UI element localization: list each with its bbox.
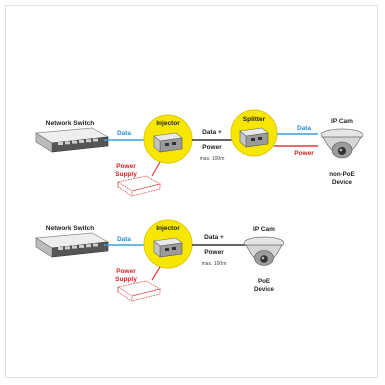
top-injector-device-icon [154,133,182,152]
top-power-supply-icon [118,176,160,196]
top-splitter-label: Splitter [243,116,266,123]
top-splitter-device-icon [240,128,268,147]
top-supply-label-2: Supply [115,171,137,178]
top-network-switch-icon [36,128,108,152]
top-power-cable [152,162,160,176]
bottom-data-label: Data [117,236,131,243]
bottom-supply-label-2: Supply [115,276,137,283]
top-combined-label-1: Data + [202,129,222,136]
top-supply-label-1: Power [116,163,136,170]
bottom-injector-label: Injector [156,225,180,232]
bottom-diagram: Network Switch Data Injector Power Suppl… [36,220,284,301]
bottom-switch-label: Network Switch [46,225,94,232]
top-diagram: Network Switch Data Injector Power Suppl… [36,110,363,196]
top-device-label-1: non-PoE [329,171,354,178]
top-injector-label: Injector [156,120,180,127]
top-device-label-2: Device [332,179,353,186]
top-data-label: Data [117,130,131,137]
bottom-device-label-2: Device [254,286,275,293]
top-switch-label: Network Switch [46,120,94,127]
top-out-power-label: Power [294,150,314,157]
bottom-dome-camera-icon [244,237,284,266]
bottom-network-switch-icon [36,233,108,257]
bottom-combined-label-1: Data + [204,234,224,241]
bottom-injector-device-icon [154,238,182,257]
bottom-combined-label-2: Power [204,249,224,256]
top-camera-label: IP Cam [331,118,353,125]
top-dome-camera-icon [321,129,363,158]
bottom-power-supply-icon [118,281,160,301]
top-combined-label-2: Power [202,144,222,151]
bottom-supply-label-1: Power [116,268,136,275]
bottom-device-label-1: PoE [258,278,270,285]
top-distance-note: max. 100m [200,156,225,162]
top-out-data-label: Data [297,125,311,132]
bottom-camera-label: IP Cam [253,226,275,233]
bottom-power-cable [152,267,160,280]
bottom-distance-note: max. 100m [202,261,227,267]
